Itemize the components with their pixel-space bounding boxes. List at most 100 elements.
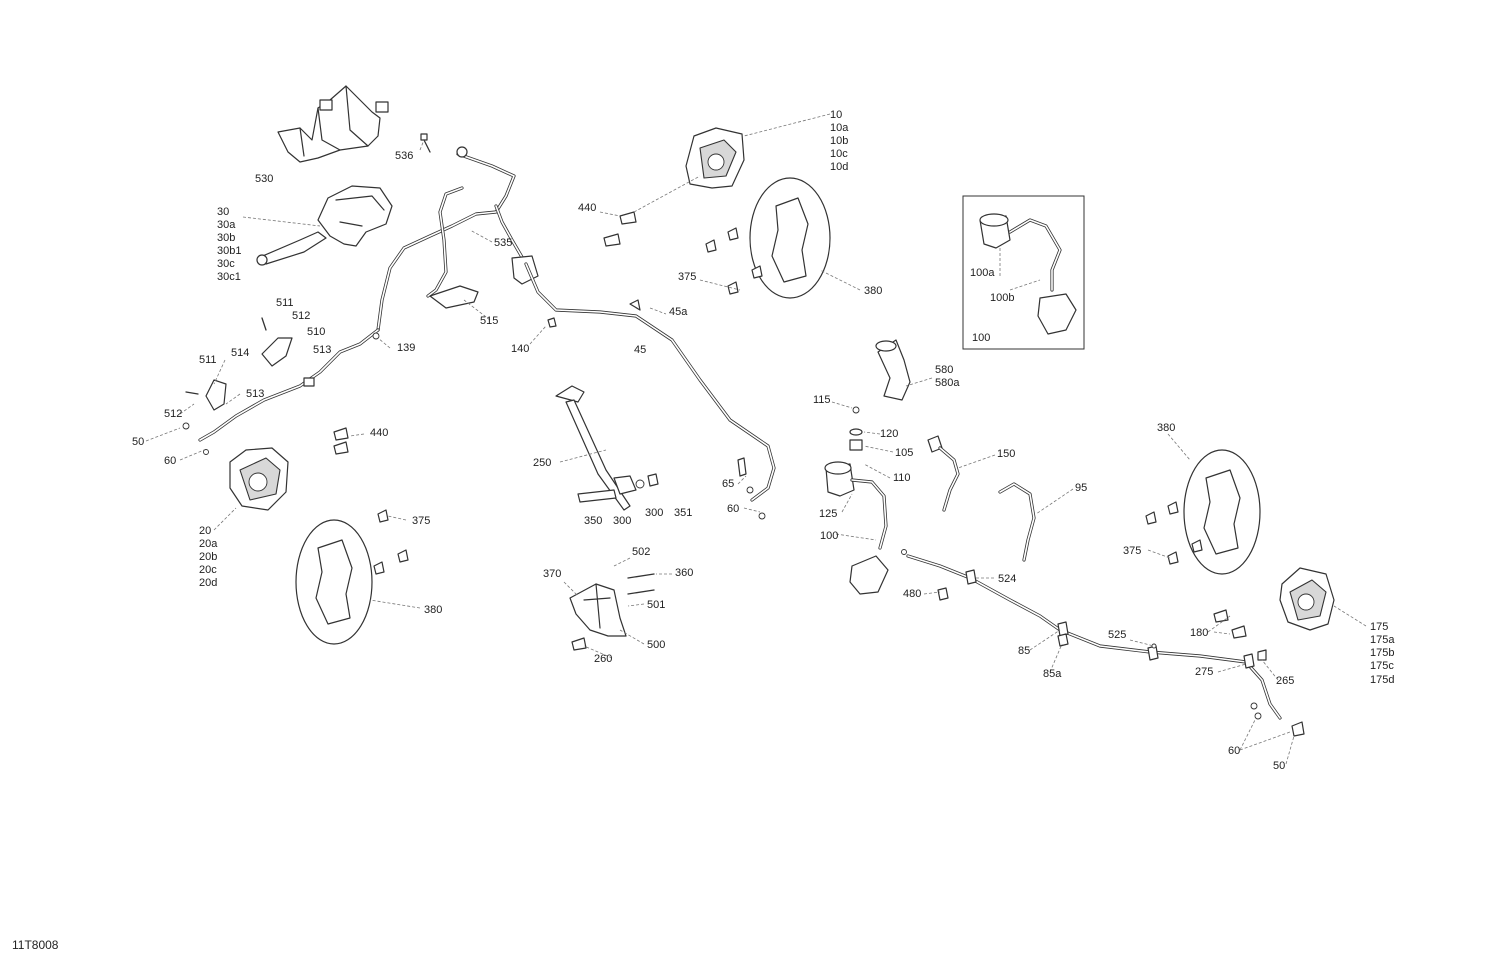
callout-label: 20 [199, 525, 211, 537]
callout-label: 20a [199, 538, 218, 550]
callout-label: 250 [533, 457, 551, 469]
misc-fittings-part [182, 332, 1267, 661]
callout-label: 100 [820, 530, 838, 542]
callout-label: 380 [1157, 422, 1175, 434]
callout-label: 530 [255, 173, 273, 185]
callout-label: 175c [1370, 660, 1394, 672]
callout-label: 125 [819, 508, 837, 520]
callout-label: 140 [511, 343, 529, 355]
callout-label: 300 [613, 515, 631, 527]
bolts-375-left-part [373, 509, 409, 575]
callout-label: 30c [217, 258, 235, 270]
callout-label: 10d [830, 161, 848, 173]
bolt-536-part [420, 133, 431, 153]
callout-label: 502 [632, 546, 650, 558]
callout-label: 175 [1370, 621, 1388, 633]
callout-label: 536 [395, 150, 413, 162]
rear-master-cylinder-part [824, 406, 889, 595]
brake-disc-380-right-part [749, 177, 831, 299]
callout-label: 20d [199, 577, 217, 589]
callout-label: 300 [645, 507, 663, 519]
leader-lines [145, 113, 1367, 765]
callout-label: 380 [864, 285, 882, 297]
callout-label: 501 [647, 599, 665, 611]
callout-label: 50 [132, 436, 144, 448]
callout-label: 535 [494, 237, 512, 249]
brake-line-left-part [198, 328, 380, 442]
callout-label: 513 [313, 344, 331, 356]
callout-label: 511 [276, 297, 294, 309]
callout-label: 524 [998, 573, 1016, 585]
callout-label: 360 [675, 567, 693, 579]
callout-label: 180 [1190, 627, 1208, 639]
callout-label: 20b [199, 551, 217, 563]
callout-label: 95 [1075, 482, 1087, 494]
bolts-440-front-part [603, 211, 637, 247]
callout-label: 513 [246, 388, 264, 400]
rear-brake-line-85-part [906, 554, 1282, 720]
callout-label: 510 [307, 326, 325, 338]
rear-caliper-175-part [1279, 567, 1335, 631]
callout-label: 375 [1123, 545, 1141, 557]
callout-label: 110 [893, 472, 911, 484]
pedal-bracket-370-part [569, 573, 655, 651]
callout-label: 500 [647, 639, 665, 651]
hose-95-part [998, 482, 1036, 562]
callout-label: 375 [678, 271, 696, 283]
callout-label: 10 [830, 109, 842, 121]
callout-label: 525 [1108, 629, 1126, 641]
callout-label: 175d [1370, 674, 1394, 686]
front-caliper-20-part [229, 447, 289, 511]
callout-label: 30b1 [217, 245, 241, 257]
callout-label: 105 [895, 447, 913, 459]
callout-label: 10c [830, 148, 848, 160]
callout-label: 275 [1195, 666, 1213, 678]
callout-label: 350 [584, 515, 602, 527]
brake-line-45-part [524, 262, 776, 502]
reference-number: 11T8008 [12, 938, 59, 952]
brake-disc-380-left-part [295, 519, 373, 645]
parts-artwork [182, 85, 1335, 737]
harness-535-part [376, 146, 528, 332]
callout-label: 511 [199, 354, 217, 366]
callout-label: 20c [199, 564, 217, 576]
callout-label: 100a [970, 267, 995, 279]
callout-label: 30c1 [217, 271, 241, 283]
bolts-375-front-part [705, 227, 763, 295]
callout-label: 60 [164, 455, 176, 467]
front-caliper-10-part [685, 127, 745, 189]
callout-label: 60 [727, 503, 739, 515]
callout-label: 120 [880, 428, 898, 440]
callout-label: 60 [1228, 745, 1240, 757]
callout-label: 30a [217, 219, 236, 231]
bolts-180-part [1213, 609, 1247, 639]
callout-label: 65 [722, 478, 734, 490]
callout-label: 480 [903, 588, 921, 600]
brake-pedal-250-part [555, 385, 659, 511]
callout-label: 30 [217, 206, 229, 218]
callout-label: 580a [935, 377, 960, 389]
bolts-440-left-part [333, 427, 349, 455]
callout-label: 515 [480, 315, 498, 327]
callout-label: 85a [1043, 668, 1062, 680]
callout-label: 512 [292, 310, 310, 322]
callout-label: 115 [813, 394, 831, 406]
callout-label: 85 [1018, 645, 1030, 657]
callout-label: 50 [1273, 760, 1285, 772]
callout-label: 260 [594, 653, 612, 665]
callout-label: 440 [578, 202, 596, 214]
inset-box-100 [962, 195, 1085, 350]
callout-label: 375 [412, 515, 430, 527]
fittings-rear-part [1250, 702, 1305, 737]
sensor-wire-150-part [927, 435, 960, 512]
fittings-65-60-part [737, 457, 766, 520]
callout-label: 10b [830, 135, 848, 147]
callout-label: 30b [217, 232, 235, 244]
callout-label: 150 [997, 448, 1015, 460]
vent-hose-580-part [875, 339, 911, 401]
callout-label: 440 [370, 427, 388, 439]
callout-labels: 5305361010a10b10c10d3030a30b30b130c30c14… [132, 109, 1395, 772]
callout-label: 512 [164, 408, 182, 420]
callout-label: 265 [1276, 675, 1294, 687]
